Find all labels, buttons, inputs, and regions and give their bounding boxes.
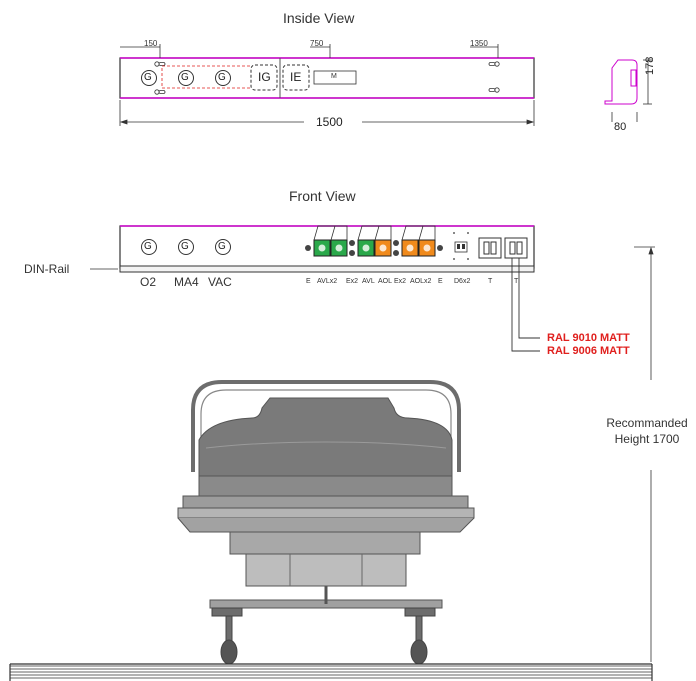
ie-label: IE [290,70,302,84]
socket-label-avl: AVL [362,278,375,285]
inside-gas-symbol-3: G [218,72,226,83]
dim-1350-label: 1350 [470,39,488,48]
ig-label: IG [258,70,271,84]
front-gas-symbol-3: G [218,241,226,252]
din-rail-label: DIN-Rail [24,262,70,276]
front-gas-symbol-2: G [181,241,189,252]
ral-9010-label: RAL 9010 MATT [547,332,630,344]
socket-label-d6x2: D6x2 [454,278,471,285]
floor [9,663,653,681]
dim-750-label: 750 [310,39,324,48]
socket-label-ex2-2: Ex2 [394,278,407,285]
inside-gas-symbol-1: G [144,72,152,83]
inside-view [119,44,652,126]
dim-150-label: 150 [144,39,158,48]
ral-leaders [511,258,540,352]
outlet-label-o2: O2 [140,275,157,289]
socket-label-aol: AOL [378,278,393,285]
data-socket [454,241,468,253]
m-label: M [331,73,337,80]
ral-9006-label: RAL 9006 MATT [547,345,630,357]
length-dimension [119,100,535,126]
socket-label-t2: T [514,278,519,285]
socket-label-e2: E [438,278,443,285]
socket-label-t1: T [488,278,493,285]
din-rail [119,265,535,273]
front-view [90,225,655,662]
outlet-label-ma4: MA4 [174,275,199,289]
inside-gas-outlets [141,70,231,86]
side-height-label: 178 [644,56,656,75]
socket-label-ex2-1: Ex2 [346,278,359,285]
socket-label-aolx2: AOLx2 [410,278,432,285]
ie-box [282,64,310,91]
mount-slots [154,61,500,95]
m-box [313,70,357,85]
side-depth-label: 80 [614,121,627,133]
recommended-height-label: Recommanded Height 1700 [598,415,696,447]
inside-gas-symbol-2: G [181,72,189,83]
front-view-title: Front View [289,188,356,204]
height-dimension [634,246,655,662]
recommended-height-line2: Height 1700 [614,432,680,446]
hospital-bed [177,380,475,665]
earth-stud [305,245,311,251]
front-gas-symbol-1: G [144,241,152,252]
length-label: 1500 [316,115,343,129]
front-gas-outlets [141,239,231,255]
terminal-block-2 [504,237,528,259]
inside-top-dimensions [120,44,499,58]
socket-label-e1: E [306,278,311,285]
terminal-block-1 [478,237,502,259]
recommended-height-line1: Recommanded [606,416,688,430]
inside-view-title: Inside View [283,10,355,26]
socket-label-avlx2: AVLx2 [317,278,338,285]
outlet-label-vac: VAC [208,275,232,289]
ig-box [250,64,278,91]
socket-strip [305,225,528,260]
side-profile [604,59,652,122]
